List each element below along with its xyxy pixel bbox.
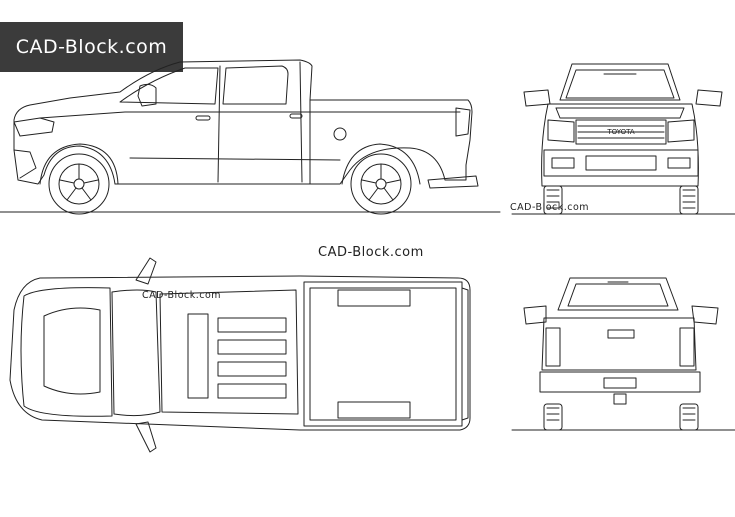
front-mirror-left [524,90,550,106]
side-b-pillar [218,66,220,182]
brand-logo-text: CAD-Block.com [15,36,168,58]
side-body-crease [40,112,460,118]
top-wheelwell-bottom [338,402,410,418]
front-mirror-right [696,90,722,106]
side-rear-wheel [351,154,411,214]
front-body-outline [542,104,699,186]
front-grille [576,120,666,144]
side-rear-window [223,66,288,104]
side-lower-crease [130,158,340,160]
top-body-outline [10,276,470,430]
top-sunroof [188,314,208,398]
rear-cab-outline [558,278,678,310]
side-front-wheel [49,154,109,214]
front-tire-right [680,186,698,214]
side-rear-step [428,176,478,188]
rear-taillight-left [546,328,560,366]
top-hood-bulge [44,308,100,394]
side-door-handle-rear [290,114,302,118]
top-mirror-bottom [136,422,156,452]
top-mirror-top [136,258,156,284]
watermark-front-view: CAD-Block.com [510,202,590,213]
rear-hitch [614,394,626,404]
watermark-top-view: CAD-Block.com [142,290,222,301]
side-rear-arch [342,144,420,184]
front-cab-outline [560,64,680,100]
top-tailgate [462,288,468,420]
front-grille-badge: TOYOTA [606,128,635,136]
front-grille-bars [578,126,664,138]
side-view [0,60,500,214]
top-view [10,258,470,452]
side-fuel-cap [334,128,346,140]
side-cab-rear [300,62,302,182]
rear-tailgate-handle [608,330,634,338]
rear-taillight-right [680,328,694,366]
rear-view [512,278,735,430]
rear-tire-left [544,404,562,430]
front-fog-left [552,158,574,168]
rear-mirror-right [692,306,718,324]
side-front-arch [40,144,118,184]
rear-tire-right [680,404,698,430]
top-bed-inner [310,288,456,420]
top-bed-outline [304,282,462,426]
top-cab-roof [160,290,298,414]
top-hood [21,288,112,417]
front-bumper [544,150,698,176]
front-view: TOYOTA [512,64,735,214]
side-windshield [120,68,218,104]
front-lower-intake [586,156,656,170]
front-windshield [566,70,674,98]
side-door-handle-front [196,116,210,120]
side-body-outline [14,60,472,184]
side-front-bumper [14,150,36,178]
front-headlight-left [548,120,574,142]
brand-banner: CAD-Block.com [0,22,183,72]
watermark-center: CAD-Block.com [318,245,424,260]
front-hood [556,108,684,118]
side-tail-light [456,108,470,136]
rear-window [568,284,668,306]
rear-bumper [540,372,700,392]
top-windshield [112,290,160,416]
top-wheelwell-top [338,290,410,306]
front-fog-right [668,158,690,168]
rear-mirror-left [524,306,546,324]
rear-body-outline [542,318,696,370]
top-roof-ribs [218,318,286,398]
side-headlight [14,118,54,136]
front-headlight-right [668,120,694,142]
side-mirror [138,84,156,106]
front-tire-left [544,186,562,214]
rear-license-plate [604,378,636,388]
